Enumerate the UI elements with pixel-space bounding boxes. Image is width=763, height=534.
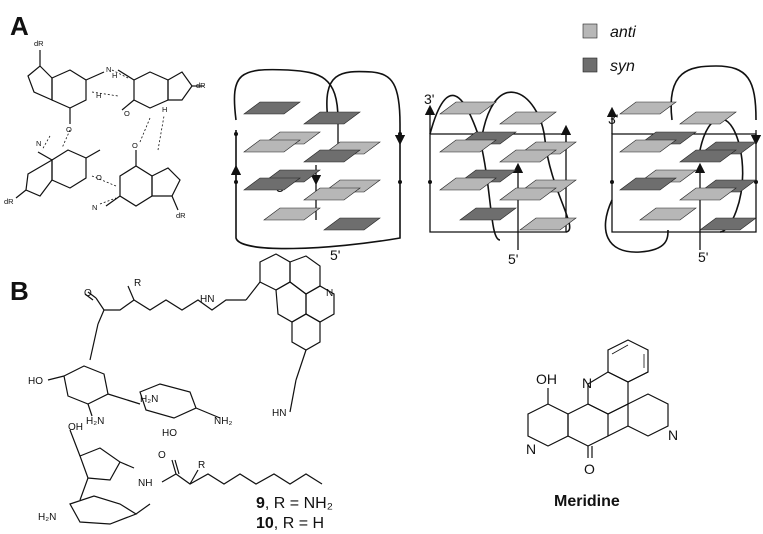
q3-plane-anti (619, 139, 677, 153)
mc-O-2: O (158, 450, 166, 461)
tetrad-H-2: H (96, 91, 101, 100)
q1-plane-syn (243, 177, 301, 191)
tetrad-O-2: O (124, 109, 130, 118)
q2-five-prime: 5' (508, 251, 518, 267)
meridine-N-2: N (526, 441, 536, 457)
meridine-N-3: N (668, 427, 678, 443)
q3-plane-anti (639, 207, 697, 221)
tetrad-N-1: N (106, 65, 111, 74)
mc-HO-1: HO (28, 376, 43, 387)
meridine-N-1: N (582, 375, 592, 391)
legend-anti-label: anti (610, 24, 636, 41)
mc-R-1: R (134, 278, 141, 289)
tetrad-H-3: H (162, 105, 167, 114)
q2-plane-anti (439, 139, 497, 153)
tetrad-dR-1: dR (34, 39, 44, 48)
tetrad-O-1: O (66, 125, 72, 134)
q3-five-prime: 5' (698, 249, 708, 265)
tetrad-H-1: H (112, 71, 117, 80)
q1-outer-strands (235, 124, 401, 250)
mc-H2N-3: H₂N (38, 512, 56, 523)
mc-OH-1: OH (68, 422, 83, 433)
legend-syn-label: syn (610, 58, 635, 75)
q3-plane-anti (679, 187, 737, 201)
tetrad-dR-2: dR (196, 81, 206, 90)
compound-9-label: 9, R = NH₂ (256, 495, 333, 512)
q1-plane-syn (323, 217, 381, 231)
q2-plane-anti (499, 111, 557, 125)
tetrad-O-4: O (132, 141, 138, 150)
mc-O-1: O (84, 288, 92, 299)
q2-plane-anti (519, 217, 577, 231)
mc-NH2-1: NH₂ (214, 416, 232, 427)
tetrad-O-3: O (96, 173, 102, 182)
q1-top-loop-right (326, 70, 401, 125)
quadruplex-3: 3' 5' (604, 65, 762, 265)
legend: anti syn (582, 23, 636, 75)
mc-acridine-N: N (326, 288, 333, 299)
meridine-OH: OH (536, 371, 557, 387)
q1-plane-anti (243, 139, 301, 153)
q2-plane-syn (459, 207, 517, 221)
meridine-O: O (584, 461, 595, 477)
mc-H2N-1: H₂N (86, 416, 104, 427)
tetrad-planes (243, 101, 757, 231)
q1-top-loop-left (233, 68, 339, 121)
q3-plane-anti (679, 111, 737, 125)
q1-plane-syn (243, 101, 301, 115)
q3-plane-syn (699, 217, 757, 231)
mc-H2N-2: H₂N (140, 394, 158, 405)
q2-three-prime: 3' (424, 91, 434, 107)
compound-10-label: 10, R = H (256, 515, 324, 532)
q3-three-prime: 3' (608, 111, 618, 127)
q2-plane-anti (499, 187, 557, 201)
mc-HN-1: HN (200, 294, 214, 305)
q1-plane-anti (303, 187, 361, 201)
q1-five-prime: 5' (330, 247, 340, 263)
q2-plane-anti (439, 177, 497, 191)
panel-b-label: B (10, 276, 29, 306)
q3-plane-syn (619, 177, 677, 191)
legend-syn-swatch (582, 57, 598, 73)
mc-NH-1: NH (138, 478, 152, 489)
q1-plane-syn (303, 149, 361, 163)
legend-anti-swatch (582, 23, 598, 39)
panel-a-label: A (10, 11, 29, 41)
q3-plane-syn (679, 149, 737, 163)
q2-plane-anti (439, 101, 497, 115)
q3-plane-anti (619, 101, 677, 115)
compound-labels: 9, R = NH₂ 10, R = H (256, 495, 333, 532)
q1-plane-anti (263, 207, 321, 221)
tetrad-dR-3: dR (4, 197, 14, 206)
q2-plane-anti (499, 149, 557, 163)
g-tetrad-structure: dR dR dR dR N H H O O N O O N H (4, 39, 206, 220)
tetrad-N-2: N (36, 139, 41, 148)
q1-plane-syn (303, 111, 361, 125)
mc-R-2: R (198, 460, 205, 471)
meridine-structure: OH N N N O Meridine (526, 339, 678, 510)
mc-HO-2: HO (162, 428, 177, 439)
quadruplex-1: 5' 3' (230, 68, 406, 263)
tetrad-N-3: N (92, 203, 97, 212)
mc-HN-2: HN (272, 408, 286, 419)
tetrad-dR-4: dR (176, 211, 186, 220)
macrocycle-structure: R HN N O HO H₂N H₂N NH₂ HO OH R O NH HN … (28, 253, 335, 525)
meridine-name: Meridine (554, 493, 620, 510)
